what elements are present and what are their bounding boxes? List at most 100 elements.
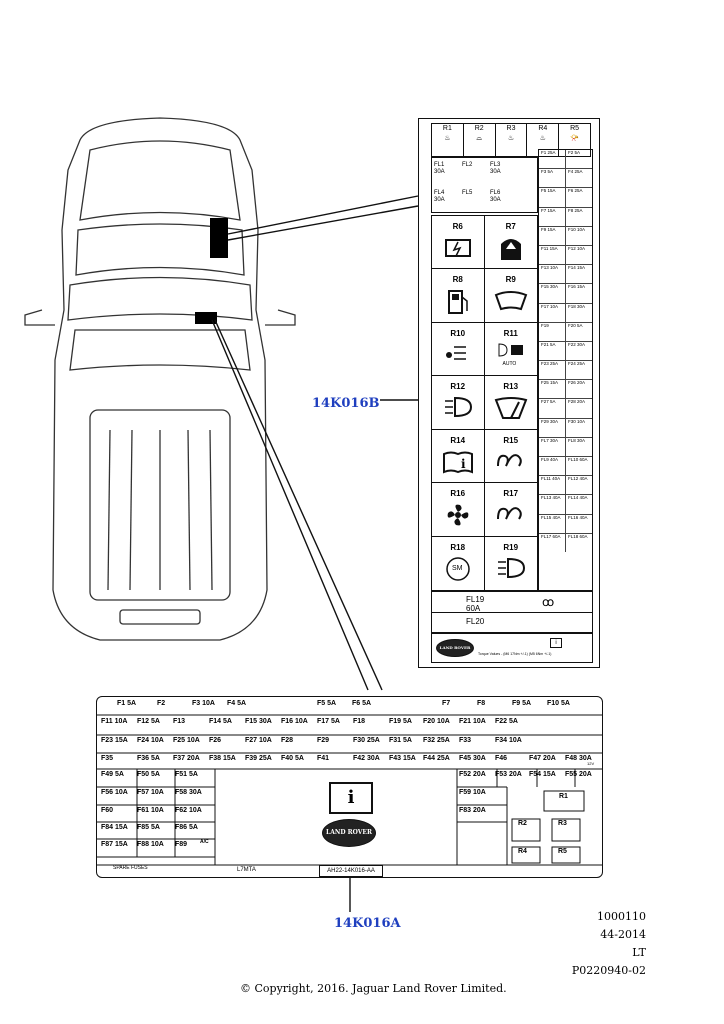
fuse-label-a: F23 15A: [101, 737, 128, 744]
relay-r5: R5📯: [570, 125, 580, 142]
side-fuse-label: F1 25A: [539, 150, 566, 169]
auto-headlamp-icon: [498, 343, 523, 357]
fuse-label-a: F43 15A: [389, 755, 416, 762]
side-fuse-label: F20 5A: [568, 322, 583, 328]
fuse-label-a: F83 20A: [459, 807, 486, 814]
fuse-label-a: F20 10A: [423, 718, 450, 725]
side-fuse-label: F28 20A: [568, 399, 586, 405]
fuse-label-a: F13: [173, 718, 186, 725]
relay-r16: R16: [432, 483, 485, 537]
fuse-label-a: F87 15A: [101, 841, 128, 848]
fuse-label-a: F26: [209, 737, 222, 744]
side-fuse-label: FL10 60A: [568, 457, 588, 462]
side-fuse-label: FL17 60A: [539, 533, 566, 552]
land-rover-logo: LAND ROVER: [436, 639, 474, 657]
fl6-amp: 30A: [490, 197, 501, 203]
land-rover-logo-a: LAND ROVER: [322, 819, 376, 847]
fuse-label-a: F48 30A: [565, 755, 592, 762]
fl2-label: FL2: [462, 162, 473, 168]
side-fuse-label: F25 15A: [539, 380, 566, 399]
fuse-label-a: F22 5A: [495, 718, 518, 725]
side-fuse-label: F4 25A: [568, 169, 583, 175]
side-fuse-label: F12 10A: [568, 245, 586, 251]
fuse-label-a: F31 5A: [389, 737, 412, 744]
fuse-label-a: F44 25A: [423, 755, 450, 762]
side-fuse-label: F14 15A: [568, 265, 586, 271]
sm-label: SM: [452, 564, 463, 572]
relay-r17: R17: [484, 483, 537, 537]
fuse-label-a: F47 20A: [529, 755, 556, 762]
relay-label-a: R2: [518, 820, 527, 827]
fl19-amp: 60A: [466, 604, 481, 613]
side-fuse-label: F10 10A: [568, 226, 586, 232]
relay-label-a: R3: [558, 820, 567, 827]
fuse-label-a: F60: [101, 807, 114, 814]
meta-date: 44-2014: [600, 928, 646, 941]
side-fuse-label: FL7 30A: [539, 437, 566, 456]
fuel-icon: [447, 290, 468, 315]
fusible-link-block: FL1 30A FL2 FL3 30A FL4 30A FL5 FL6 30A: [431, 157, 538, 213]
engine-warning-icon: [444, 239, 471, 257]
fuse-label-a: F46: [495, 755, 508, 762]
fuse-label-a: F10 5A: [547, 700, 570, 707]
side-fuse-label: FL13 40A: [539, 495, 566, 514]
glow-plug-icon: [496, 453, 522, 467]
fuse-label-a: F57 10A: [137, 789, 164, 796]
fuse-label-a: F9 5A: [512, 700, 532, 707]
relay-r15: R15: [484, 430, 537, 484]
fuse-label-a: F59 10A: [459, 789, 486, 796]
fuse-label-a: F19 5A: [389, 718, 412, 725]
info-book-icon-small: i: [550, 638, 562, 648]
side-fuse-label: F7 15A: [539, 207, 566, 226]
relay-r4: R4♨: [527, 124, 560, 156]
side-fuse-label: F24 25A: [568, 361, 586, 367]
fuse-label-a: F28: [281, 737, 294, 744]
starter-motor-icon: [446, 556, 470, 581]
fuse-label-a: F40 5A: [281, 755, 304, 762]
fuse-label-a: F1 5A: [117, 700, 137, 707]
side-fuse-label: F19: [539, 322, 566, 341]
vehicle-outline-diagram: [24, 117, 296, 641]
fuse-label-a: F53 20A: [495, 771, 522, 778]
spare-fuses-label: SPARE FUSES: [113, 865, 148, 871]
side-fuse-label: F26 20A: [568, 380, 586, 386]
fl4-label: FL4: [434, 190, 445, 196]
relay-r2: R2⌓: [464, 124, 496, 156]
fuse-label-a: F45 30A: [459, 755, 486, 762]
auto-label: AUTO: [502, 360, 517, 367]
relay-r14: R14 i: [432, 429, 485, 484]
12v-label: 12V: [587, 761, 595, 766]
side-fuse-label: FL16 40A: [568, 514, 588, 520]
heated-washer-icon: [445, 346, 466, 360]
side-fuse-label: F13 10A: [539, 265, 566, 284]
side-fuse-label: FL14 40A: [568, 495, 588, 501]
relay-r7: R7: [484, 216, 537, 270]
side-fuse-label: F18 30A: [568, 303, 586, 309]
relay-r19: R19: [485, 537, 538, 590]
side-fuse-label: F8 25A: [568, 207, 583, 213]
part-number-label: AH22-14K016-AA: [319, 865, 383, 877]
fuse-label-a: F24 10A: [137, 737, 164, 744]
relay-r12: R12: [432, 376, 485, 430]
fuse-label-a: F35: [101, 755, 114, 762]
relay-label-a: R1: [559, 793, 568, 800]
fan-icon: [447, 504, 469, 526]
fuse-label-a: F3 10A: [192, 700, 215, 707]
info-book-icon: i: [442, 451, 473, 474]
fuse-label-a: F36 5A: [137, 755, 160, 762]
fl3-amp: 30A: [490, 169, 501, 175]
